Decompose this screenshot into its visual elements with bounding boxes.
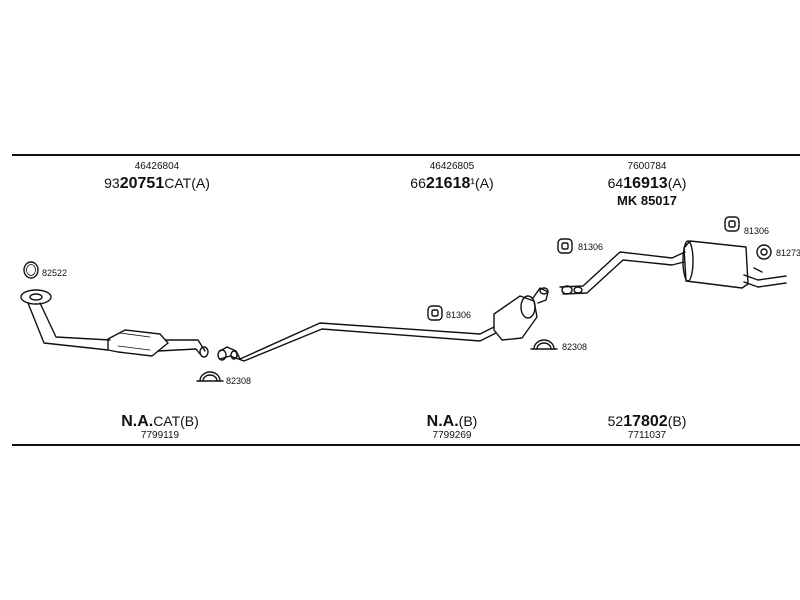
- bottom-code-3-prefix: 52: [607, 413, 624, 429]
- bottom-code-2-main: N.A.: [426, 413, 459, 430]
- top-code-1-main: 20751: [119, 175, 165, 192]
- top-code-3: 6416913(A): [608, 176, 687, 192]
- top-code-3-main: 16913: [623, 175, 668, 192]
- bottom-divider-line: [12, 444, 800, 446]
- top-code-2-main: 21618: [425, 175, 471, 192]
- label-clamp-left: 82308: [226, 376, 252, 386]
- top-ref-1: 46426804: [134, 161, 180, 172]
- top-code-3-prefix: 64: [607, 175, 624, 191]
- bottom-code-1-main: N.A.: [121, 413, 154, 430]
- top-code-2-prefix: 66: [410, 175, 426, 191]
- top-divider-line: [12, 154, 800, 156]
- hanger-mid-icon: [427, 305, 443, 321]
- hanger-right1-icon: [557, 238, 573, 254]
- label-clamp-mid: 82308: [562, 342, 588, 352]
- rear-pipe-with-silencer: [559, 240, 787, 295]
- top-code-1-suffix: CAT(A): [164, 175, 210, 191]
- bottom-code-1-suffix: CAT(B): [153, 413, 199, 429]
- top-code-1-prefix: 93: [104, 175, 120, 191]
- top-code-2-suffix: ¹(A): [470, 175, 494, 191]
- bottom-code-3-main: 17802: [623, 413, 668, 430]
- middle-pipe: [217, 322, 497, 362]
- bottom-ref-1: 7799119: [140, 430, 180, 441]
- top-code-3-suffix: (A): [667, 175, 687, 191]
- hanger-edge-icon: [756, 244, 772, 260]
- middle-silencer: [493, 287, 549, 341]
- hanger-right2-icon: [724, 216, 740, 232]
- top-ref-3: 7600784: [627, 161, 667, 172]
- bottom-ref-2: 7799269: [432, 430, 472, 441]
- bottom-ref-3: 7711037: [627, 430, 667, 441]
- bottom-code-3-suffix: (B): [667, 413, 687, 429]
- label-hanger-edge: 81273: [776, 248, 800, 258]
- label-hanger-right2: 81306: [744, 226, 770, 236]
- top-code-2: 6621618¹(A): [410, 176, 493, 192]
- bottom-code-2-suffix: (B): [458, 413, 478, 429]
- label-hanger-mid: 81306: [446, 310, 472, 320]
- clamp-left-icon: [196, 371, 224, 382]
- top-ref-2: 46426805: [429, 161, 475, 172]
- top-code-1: 9320751CAT(A): [104, 176, 210, 192]
- clamp-mid-icon: [530, 339, 558, 350]
- front-pipe-with-catalyst: [20, 289, 209, 358]
- bottom-code-1: N.A.CAT(B): [121, 414, 199, 430]
- label-ring: 82522: [42, 268, 68, 278]
- top-extra-3: MK 85017: [617, 193, 677, 208]
- label-hanger-right1: 81306: [578, 242, 604, 252]
- ring-gasket-icon: [23, 261, 39, 279]
- bottom-code-2: N.A.(B): [427, 414, 478, 430]
- bottom-code-3: 5217802(B): [608, 414, 687, 430]
